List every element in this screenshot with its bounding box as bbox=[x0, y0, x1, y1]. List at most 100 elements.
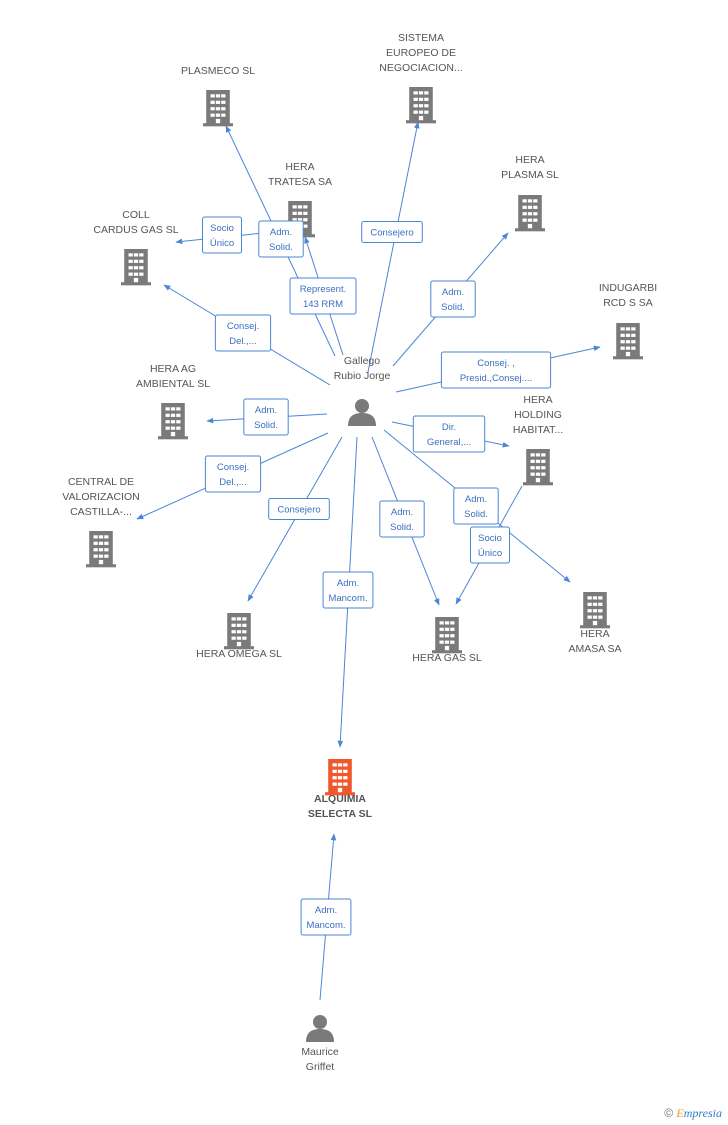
node-label: AMBIENTAL SL bbox=[136, 378, 210, 390]
edge-label[interactable]: Consejero bbox=[361, 221, 423, 243]
edge-label-text: Socio bbox=[210, 223, 234, 234]
node-label: HERA GAS SL bbox=[412, 652, 482, 664]
copyright-symbol: © bbox=[664, 1106, 674, 1120]
node-label: Maurice bbox=[301, 1046, 339, 1058]
building-icon bbox=[613, 323, 643, 360]
node-plasmeco[interactable]: PLASMECO SL bbox=[181, 65, 255, 127]
node-amasa[interactable]: HERA AMASA SA bbox=[568, 592, 622, 655]
edge-label-text: Solid. bbox=[390, 522, 414, 533]
node-label: Rubio Jorge bbox=[334, 370, 391, 382]
edge-label[interactable]: Adm. Solid. bbox=[379, 500, 425, 538]
edge-label[interactable]: Represent. 143 RRM bbox=[289, 277, 357, 315]
edge-label-box bbox=[453, 487, 499, 525]
edge-label-text: Socio bbox=[478, 533, 502, 544]
edge-label-box bbox=[202, 216, 242, 254]
edge-label-text: Adm. bbox=[337, 578, 359, 589]
edge-label-box bbox=[361, 221, 423, 243]
edge-label-text: Consej. , bbox=[477, 358, 515, 369]
node-central[interactable]: CENTRAL DEVALORIZACIONCASTILLA-... bbox=[62, 476, 140, 568]
edge-label[interactable]: Consej. , Presid.,Consej.... bbox=[440, 351, 552, 389]
node-label: TRATESA SA bbox=[268, 176, 332, 188]
node-omega[interactable]: HERA OMEGA SL bbox=[196, 613, 282, 660]
edge-label-box bbox=[289, 277, 357, 315]
edge-label[interactable]: Consej. Del.,... bbox=[214, 314, 272, 352]
building-icon bbox=[224, 613, 254, 650]
edge-label-text: Del.,... bbox=[219, 477, 246, 488]
node-label: HOLDING bbox=[514, 409, 562, 421]
edge-label-text: Solid. bbox=[441, 302, 465, 313]
building-icon bbox=[86, 531, 116, 568]
edge-label-text: Dir. bbox=[442, 422, 456, 433]
edge-label-text: Presid.,Consej.... bbox=[460, 373, 532, 384]
building-icon bbox=[515, 195, 545, 232]
node-label: AMASA SA bbox=[568, 643, 621, 655]
node-label: PLASMA SL bbox=[501, 169, 559, 181]
edge-label[interactable]: Adm. Solid. bbox=[430, 280, 476, 318]
edge-label-box bbox=[440, 351, 552, 389]
node-label: INDUGARBI bbox=[599, 282, 657, 294]
node-label: CENTRAL DE bbox=[68, 476, 134, 488]
node-label: SELECTA SL bbox=[308, 808, 373, 820]
edge-label-text: Adm. bbox=[315, 905, 337, 916]
brand-logo[interactable]: Empresia bbox=[676, 1106, 722, 1120]
edge-label-text: Mancom. bbox=[306, 920, 345, 931]
node-label: EUROPEO DE bbox=[386, 47, 456, 59]
relation-edge-gallego-sistema[interactable] bbox=[367, 121, 420, 373]
edge-label[interactable]: Adm.Solid. bbox=[453, 487, 499, 525]
edge-label-text: Del.,... bbox=[229, 336, 256, 347]
node-label: HERA bbox=[580, 628, 609, 640]
node-label: HERA bbox=[515, 154, 544, 166]
edge-label-text: Adm. bbox=[442, 287, 464, 298]
edge-label[interactable]: Adm.Solid. bbox=[243, 398, 289, 436]
edge-label-box bbox=[379, 500, 425, 538]
edge-label-text: 143 RRM bbox=[303, 299, 343, 310]
edge-label-box bbox=[412, 415, 486, 453]
edge-label-text: Único bbox=[478, 548, 502, 559]
edge-label-text: Adm. bbox=[391, 507, 413, 518]
edge-label-text: Solid. bbox=[269, 242, 293, 253]
node-label: HABITAT... bbox=[513, 424, 563, 436]
building-icon bbox=[325, 759, 355, 796]
edge-label-box bbox=[243, 398, 289, 436]
node-plasma[interactable]: HERA PLASMA SL bbox=[501, 154, 559, 232]
edge-label-text: Consej. bbox=[227, 321, 259, 332]
node-label: HERA AG bbox=[150, 363, 196, 375]
node-label: HERA bbox=[523, 394, 552, 406]
node-label: Gallego bbox=[344, 355, 380, 367]
edge-label-text: Represent. bbox=[300, 284, 346, 295]
edge-label-box bbox=[214, 314, 272, 352]
edge-label-text: Solid. bbox=[254, 420, 278, 431]
building-icon bbox=[121, 249, 151, 286]
building-icon bbox=[432, 617, 462, 654]
edge-label[interactable]: Adm. Mancom. bbox=[322, 571, 374, 609]
node-label: NEGOCIACION... bbox=[379, 62, 462, 74]
edge-label-text: Adm. bbox=[465, 494, 487, 505]
edge-label[interactable]: Adm.Solid. bbox=[258, 220, 304, 258]
edge-label-box bbox=[300, 898, 352, 936]
edge-label-text: Consej. bbox=[217, 462, 249, 473]
node-holding[interactable]: HERA HOLDING HABITAT... bbox=[513, 394, 563, 486]
node-ambiental[interactable]: HERA AG AMBIENTAL SL bbox=[136, 363, 210, 440]
edge-label[interactable]: Adm. Mancom. bbox=[300, 898, 352, 936]
edge-label[interactable]: Dir.General,... bbox=[412, 415, 486, 453]
edge-label[interactable]: Consejero bbox=[268, 498, 330, 520]
person-icon bbox=[348, 399, 376, 426]
edge-label-box bbox=[268, 498, 330, 520]
node-label: PLASMECO SL bbox=[181, 65, 255, 77]
edge-label[interactable]: Consej. Del.,... bbox=[204, 455, 262, 493]
edge-label-text: Mancom. bbox=[328, 593, 367, 604]
node-gas[interactable]: HERA GAS SL bbox=[412, 617, 482, 664]
node-label: CASTILLA-... bbox=[70, 506, 132, 518]
edge-label-box bbox=[258, 220, 304, 258]
edge-arrow bbox=[367, 121, 420, 373]
